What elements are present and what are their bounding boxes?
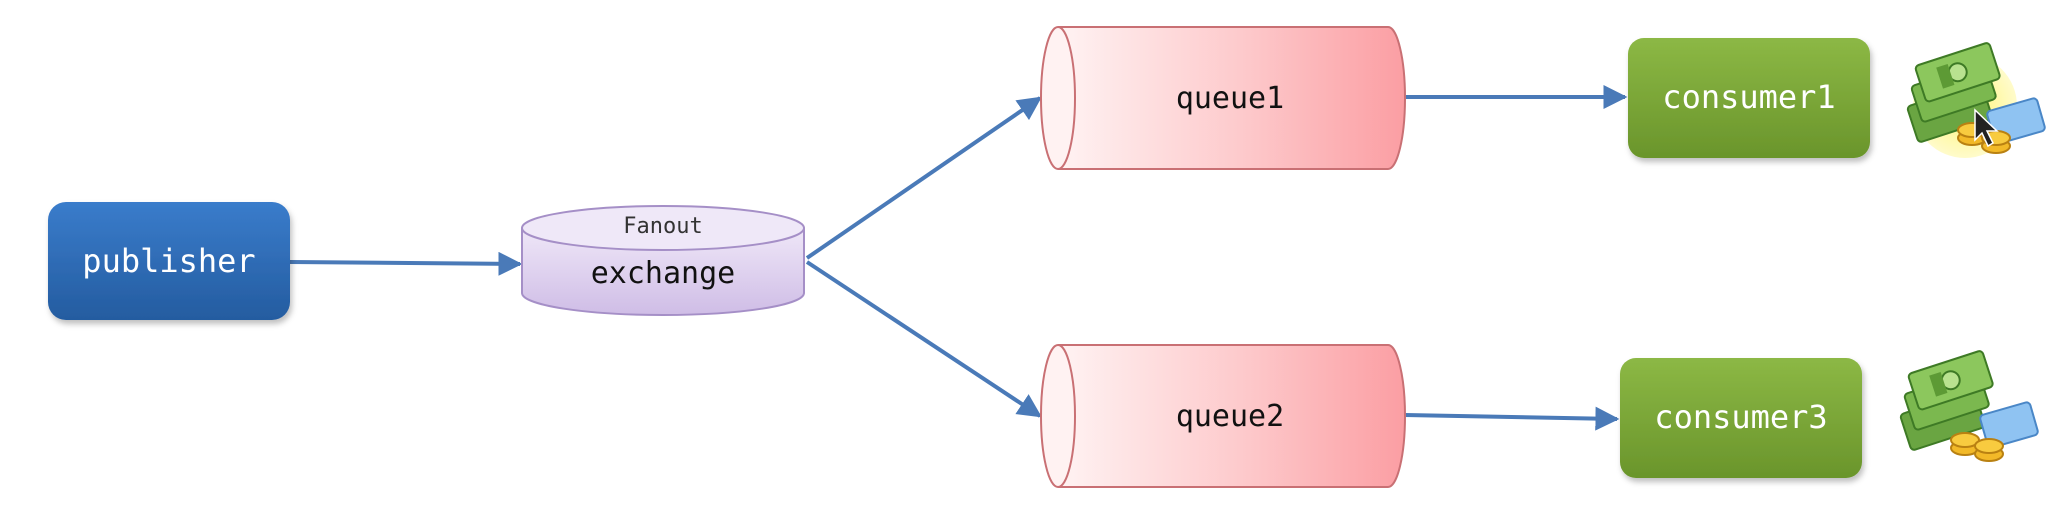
consumer3-node[interactable]	[1620, 358, 1862, 478]
money-stack-icon	[1899, 350, 2039, 462]
arrow-publisher-to-exchange	[289, 251, 523, 276]
queue2-node[interactable]	[1040, 344, 1406, 488]
consumer1-node[interactable]	[1628, 38, 1870, 158]
exchange-type-label: Fanout	[623, 214, 702, 239]
exchange-label: exchange	[591, 256, 736, 291]
publisher-label: publisher	[82, 242, 255, 280]
arrow-exchange-to-queue1	[805, 96, 1042, 260]
arrow-exchange-to-queue2	[805, 260, 1043, 418]
money-stack-icon	[1906, 42, 2046, 154]
mouse-pointer-icon	[1974, 108, 1999, 148]
publisher-node[interactable]	[48, 202, 290, 320]
exchange-node[interactable]	[521, 205, 805, 316]
consumer1-label: consumer1	[1662, 78, 1835, 116]
arrows	[289, 85, 1628, 431]
queue1-label: queue1	[1176, 81, 1284, 116]
consumer3-label: consumer3	[1654, 398, 1827, 436]
arrow-queue2-to-consumer3	[1404, 406, 1620, 431]
queue2-label: queue2	[1176, 399, 1284, 434]
queue1-node[interactable]	[1040, 26, 1406, 170]
